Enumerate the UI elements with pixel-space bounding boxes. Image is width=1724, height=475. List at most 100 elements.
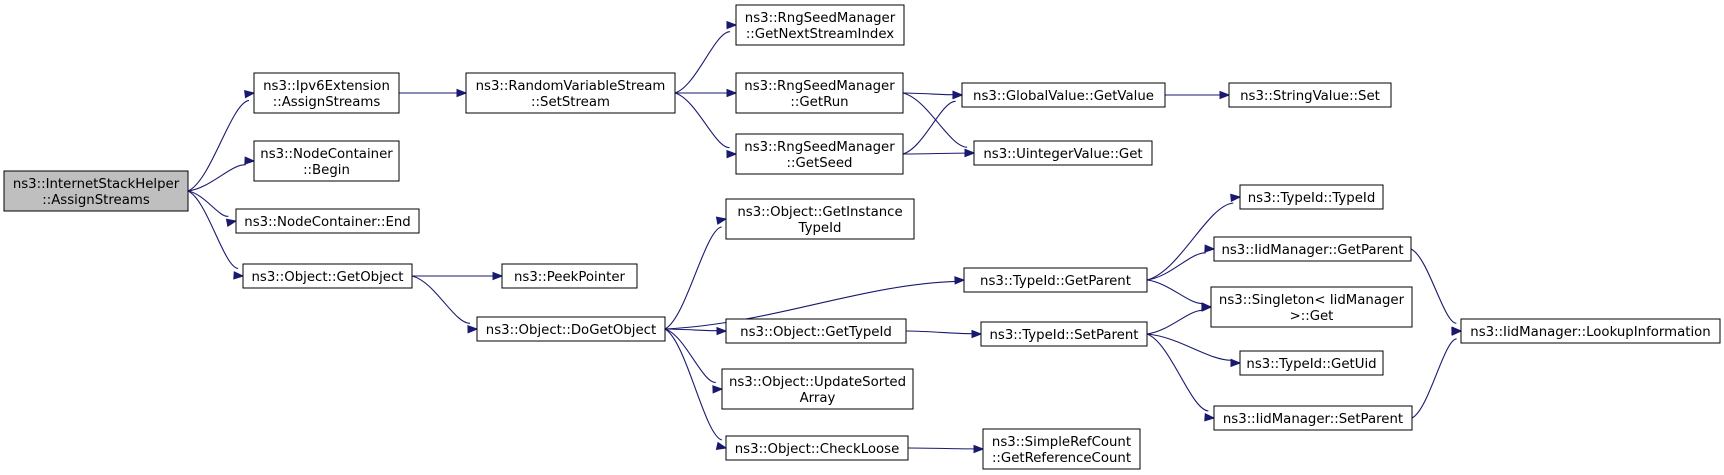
- node-iidgetparent[interactable]: ns3::IidManager::GetParent: [1213, 236, 1412, 262]
- node-lookupinfo[interactable]: ns3::IidManager::LookupInformation: [1460, 318, 1721, 344]
- edge-getobject-to-dogetobject: [411, 275, 479, 334]
- node-label-line: ns3::IidManager::GetParent: [1221, 243, 1403, 258]
- node-ncend[interactable]: ns3::NodeContainer::End: [235, 208, 420, 234]
- edge-root-to-ipv6ext: [187, 90, 256, 192]
- node-label-line: ns3::TypeId::SetParent: [989, 328, 1138, 343]
- node-root[interactable]: ns3::InternetStackHelper::AssignStreams: [3, 170, 189, 212]
- edge-line: [1410, 248, 1457, 324]
- node-label-line: ::GetReferenceCount: [992, 451, 1131, 466]
- edge-root-to-ncend: [187, 190, 238, 227]
- node-label-line: ns3::Object::CheckLoose: [735, 442, 900, 457]
- arrowhead: [1201, 302, 1213, 311]
- node-label-line: Array: [800, 391, 836, 406]
- node-box: [242, 263, 413, 289]
- node-label-line: ns3::NodeContainer: [260, 147, 393, 162]
- node-label-line: ns3::Object::GetObject: [251, 270, 403, 285]
- edge-dogetobject-to-instancetypeid: [664, 216, 728, 330]
- node-nextstream[interactable]: ns3::RngSeedManager::GetNextStreamIndex: [735, 4, 905, 46]
- node-singletonget[interactable]: ns3::Singleton< IidManager>::Get: [1210, 286, 1413, 328]
- edge-root-to-ncbegin: [187, 156, 256, 192]
- node-getrefcount[interactable]: ns3::SimpleRefCount::GetReferenceCount: [982, 428, 1141, 470]
- node-label-line: ns3::GlobalValue::GetValue: [973, 89, 1154, 104]
- node-label-line: ns3::InternetStackHelper: [13, 177, 180, 192]
- edge-tidsetparent-to-singletonget: [1146, 302, 1213, 335]
- arrowhead: [726, 88, 738, 98]
- arrowhead: [726, 20, 738, 30]
- node-box: [1239, 350, 1384, 376]
- node-getseed[interactable]: ns3::RngSeedManager::GetSeed: [735, 133, 904, 175]
- edge-line: [674, 31, 731, 94]
- edge-line: [664, 328, 718, 332]
- edge-tidgetparent-to-singletonget: [1146, 279, 1213, 312]
- node-label-line: ns3::RandomVariableStream: [476, 79, 666, 94]
- edge-setstream-to-getseed: [674, 92, 738, 159]
- edge-line: [905, 330, 973, 335]
- node-gettypeid[interactable]: ns3::Object::GetTypeId: [725, 318, 907, 344]
- edge-getseed-to-globalvalue: [902, 90, 964, 155]
- node-label-line: ns3::Object::GetTypeId: [740, 325, 892, 340]
- arrowhead: [233, 271, 245, 280]
- node-ncbegin[interactable]: ns3::NodeContainer::Begin: [253, 140, 400, 182]
- arrowhead: [1451, 327, 1463, 336]
- edge-dogetobject-to-tidgetparent: [664, 276, 966, 330]
- node-box: [725, 198, 915, 240]
- edge-tidgetparent-to-iidgetparent: [1146, 244, 1216, 281]
- edge-line: [664, 280, 956, 330]
- node-ipv6ext[interactable]: ns3::Ipv6Extension::AssignStreams: [253, 72, 400, 114]
- edge-line: [664, 328, 723, 441]
- edge-dogetobject-to-checkloose: [664, 328, 728, 451]
- arrowhead: [244, 90, 256, 99]
- edge-getseed-to-uintegerget: [902, 148, 976, 158]
- arrowhead: [1204, 413, 1216, 422]
- node-label-line: ns3::IidManager::LookupInformation: [1470, 325, 1710, 340]
- node-label-line: ns3::TypeId::TypeId: [1248, 191, 1376, 206]
- node-dogetobject[interactable]: ns3::Object::DoGetObject: [476, 316, 666, 342]
- node-label-line: ::SetStream: [531, 95, 610, 110]
- node-label-line: ns3::PeekPointer: [514, 270, 626, 285]
- node-label-line: ns3::Ipv6Extension: [263, 79, 390, 94]
- node-peekpointer[interactable]: ns3::PeekPointer: [501, 263, 638, 289]
- arrowhead: [716, 326, 728, 336]
- arrowhead: [715, 216, 728, 225]
- edge-line: [1146, 333, 1232, 361]
- node-setstream[interactable]: ns3::RandomVariableStream::SetStream: [465, 72, 676, 114]
- node-box: [1239, 184, 1384, 210]
- edge-line: [1146, 202, 1234, 281]
- arrowhead: [1230, 193, 1242, 203]
- edge-line: [907, 447, 975, 450]
- node-checkloose[interactable]: ns3::Object::CheckLoose: [725, 435, 909, 461]
- arrowhead: [715, 441, 728, 451]
- edge-line: [664, 226, 722, 330]
- node-label-line: ::AssignStreams: [42, 193, 150, 208]
- node-box: [3, 170, 189, 212]
- arrowhead: [964, 148, 976, 158]
- node-label-line: ::GetRun: [790, 95, 848, 110]
- edge-dogetobject-to-updatesorted: [664, 328, 724, 394]
- node-box: [963, 267, 1148, 293]
- node-getobject[interactable]: ns3::Object::GetObject: [242, 263, 413, 289]
- node-getrun[interactable]: ns3::RngSeedManager::GetRun: [735, 72, 904, 114]
- node-tidgetuid[interactable]: ns3::TypeId::GetUid: [1239, 350, 1384, 376]
- node-uintegerget[interactable]: ns3::UintegerValue::Get: [973, 140, 1153, 166]
- edge-line: [1411, 338, 1457, 419]
- node-tidsetparent[interactable]: ns3::TypeId::SetParent: [980, 321, 1148, 347]
- node-stringset[interactable]: ns3::StringValue::Set: [1228, 82, 1392, 108]
- arrowhead: [244, 156, 256, 165]
- arrowhead: [1219, 90, 1231, 100]
- edge-line: [664, 328, 716, 384]
- node-box: [961, 82, 1166, 108]
- node-box: [980, 321, 1148, 347]
- node-label-line: ::GetNextStreamIndex: [746, 27, 894, 42]
- edge-line: [902, 92, 954, 96]
- node-label-line: ns3::NodeContainer::End: [244, 215, 410, 230]
- node-box: [1213, 236, 1412, 262]
- edge-line: [187, 190, 239, 269]
- node-tidgetparent[interactable]: ns3::TypeId::GetParent: [963, 267, 1148, 293]
- node-iidsetparent[interactable]: ns3::IidManager::SetParent: [1213, 405, 1413, 431]
- node-tidtypeid[interactable]: ns3::TypeId::TypeId: [1239, 184, 1384, 210]
- node-globalvalue[interactable]: ns3::GlobalValue::GetValue: [961, 82, 1166, 108]
- node-box: [725, 435, 909, 461]
- edge-line: [1146, 279, 1203, 305]
